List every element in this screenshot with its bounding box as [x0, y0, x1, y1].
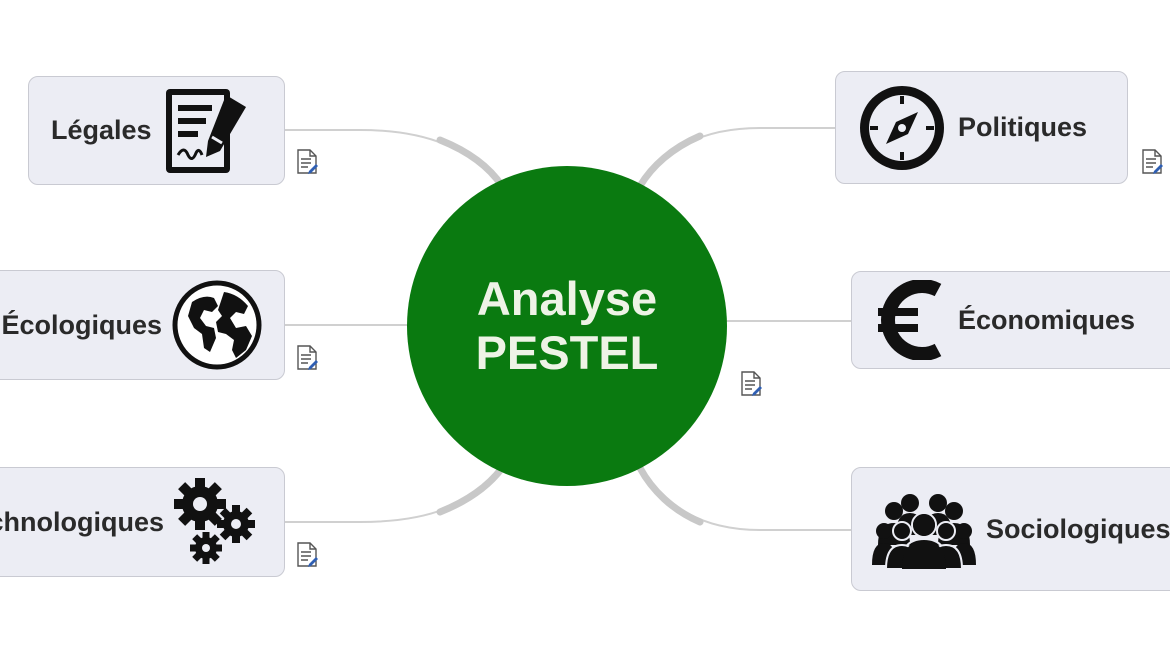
branch-politiques-label: Politiques [958, 112, 1088, 142]
branch-ecologiques[interactable]: Écologiques [0, 270, 285, 380]
branch-sociologiques[interactable]: Sociologiques [851, 467, 1170, 591]
branch-economiques-label: Économiques [958, 304, 1136, 335]
note-icon[interactable] [296, 345, 318, 371]
connector-sociologiques [639, 467, 852, 531]
branch-politiques[interactable]: Politiques [835, 71, 1128, 184]
branch-legales[interactable]: Légales [28, 76, 285, 185]
branch-economiques[interactable]: Économiques [851, 271, 1170, 369]
gears-icon [170, 476, 262, 568]
euro-icon [878, 280, 942, 360]
contract-signature-icon [162, 85, 254, 177]
globe-icon [172, 280, 262, 370]
branch-legales-label: Légales [51, 115, 152, 145]
central-topic[interactable]: Analyse PESTEL [407, 166, 727, 486]
compass-icon [856, 82, 948, 174]
note-icon[interactable] [296, 542, 318, 568]
branch-technologiques[interactable]: Technologiques [0, 467, 285, 577]
people-group-icon [872, 489, 976, 569]
central-topic-line2: PESTEL [475, 326, 659, 379]
central-topic-line1: Analyse [476, 272, 658, 325]
branch-ecologiques-label: Écologiques [1, 309, 162, 340]
note-icon[interactable] [296, 149, 318, 175]
note-icon[interactable] [1141, 149, 1163, 175]
note-icon[interactable] [740, 371, 762, 397]
branch-technologiques-label: Technologiques [0, 506, 164, 537]
branch-sociologiques-label: Sociologiques [986, 513, 1170, 544]
